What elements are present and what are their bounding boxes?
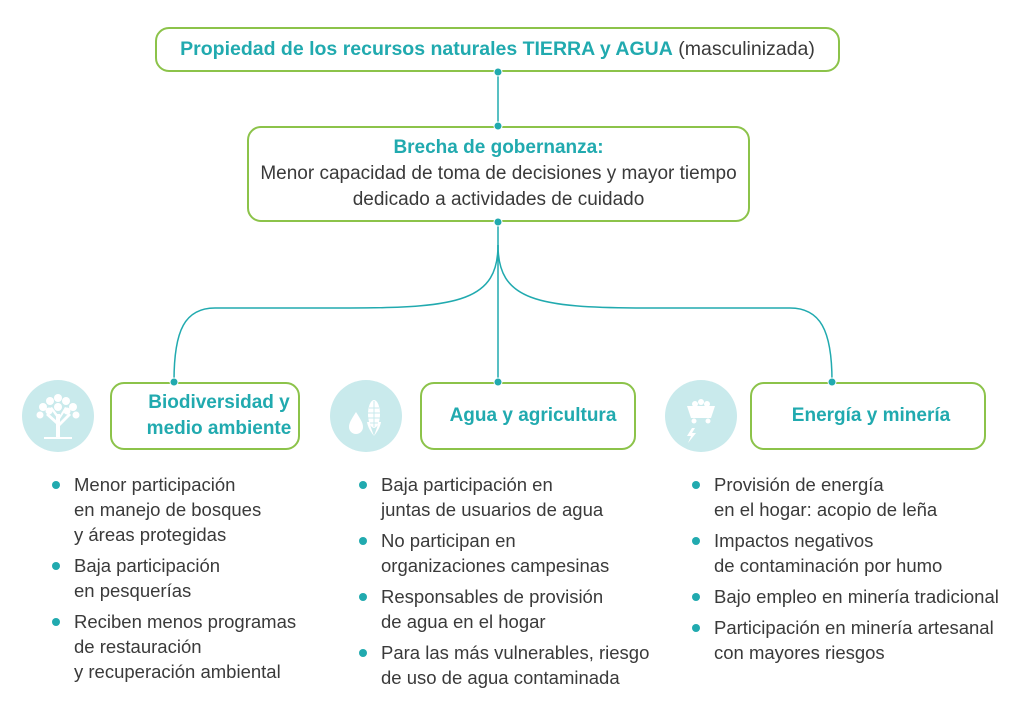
category-water-agriculture-label: Agua y agricultura (449, 405, 617, 426)
list-item: Baja participación en pesquerías (50, 553, 320, 603)
category-biodiversity-line-2: medio ambiente (146, 418, 292, 439)
list-item: Impactos negativos de contaminación por … (690, 528, 1020, 578)
connector-dot (493, 377, 503, 387)
connector-dot (493, 121, 503, 131)
tree-icon (22, 380, 94, 452)
connector-dot (493, 217, 503, 227)
list-item: Bajo empleo en minería tradicional (690, 584, 1020, 609)
category-water-agriculture: Agua y agricultura (420, 382, 636, 450)
connector-dot (493, 67, 503, 77)
energy-mining-list: Provisión de energía en el hogar: acopio… (690, 472, 1020, 671)
list-item: Menor participación en manejo de bosques… (50, 472, 320, 547)
list-item: Reciben menos programas de restauración … (50, 609, 320, 684)
category-biodiversity-line-1: Biodiversidad y (148, 392, 290, 413)
top-title: Propiedad de los recursos naturales TIER… (180, 38, 673, 60)
mine-cart-energy-icon (665, 380, 737, 452)
top-qualifier: (masculinizada) (678, 38, 815, 60)
governance-title: Brecha de gobernanza: (393, 137, 604, 158)
list-item: Para las más vulnerables, riesgo de uso … (357, 640, 657, 690)
category-biodiversity: Biodiversidad y medio ambiente (110, 382, 300, 450)
water-agriculture-list: Baja participación en juntas de usuarios… (357, 472, 657, 696)
biodiversity-list: Menor participación en manejo de bosques… (50, 472, 320, 690)
top-box: Propiedad de los recursos naturales TIER… (155, 27, 840, 72)
list-item: Participación en minería artesanal con m… (690, 615, 1020, 665)
category-energy-mining: Energía y minería (750, 382, 986, 450)
connector-dot (827, 377, 837, 387)
connector-dot (169, 377, 179, 387)
governance-box: Brecha de gobernanza: Menor capacidad de… (247, 126, 750, 222)
governance-line-1: Menor capacidad de toma de decisiones y … (260, 163, 737, 184)
list-item: Responsables de provisión de agua en el … (357, 584, 657, 634)
category-energy-mining-label: Energía y minería (791, 405, 951, 426)
list-item: Provisión de energía en el hogar: acopio… (690, 472, 1020, 522)
list-item: Baja participación en juntas de usuarios… (357, 472, 657, 522)
water-corn-icon (330, 380, 402, 452)
governance-line-2: dedicado a actividades de cuidado (352, 189, 645, 210)
list-item: No participan en organizaciones campesin… (357, 528, 657, 578)
